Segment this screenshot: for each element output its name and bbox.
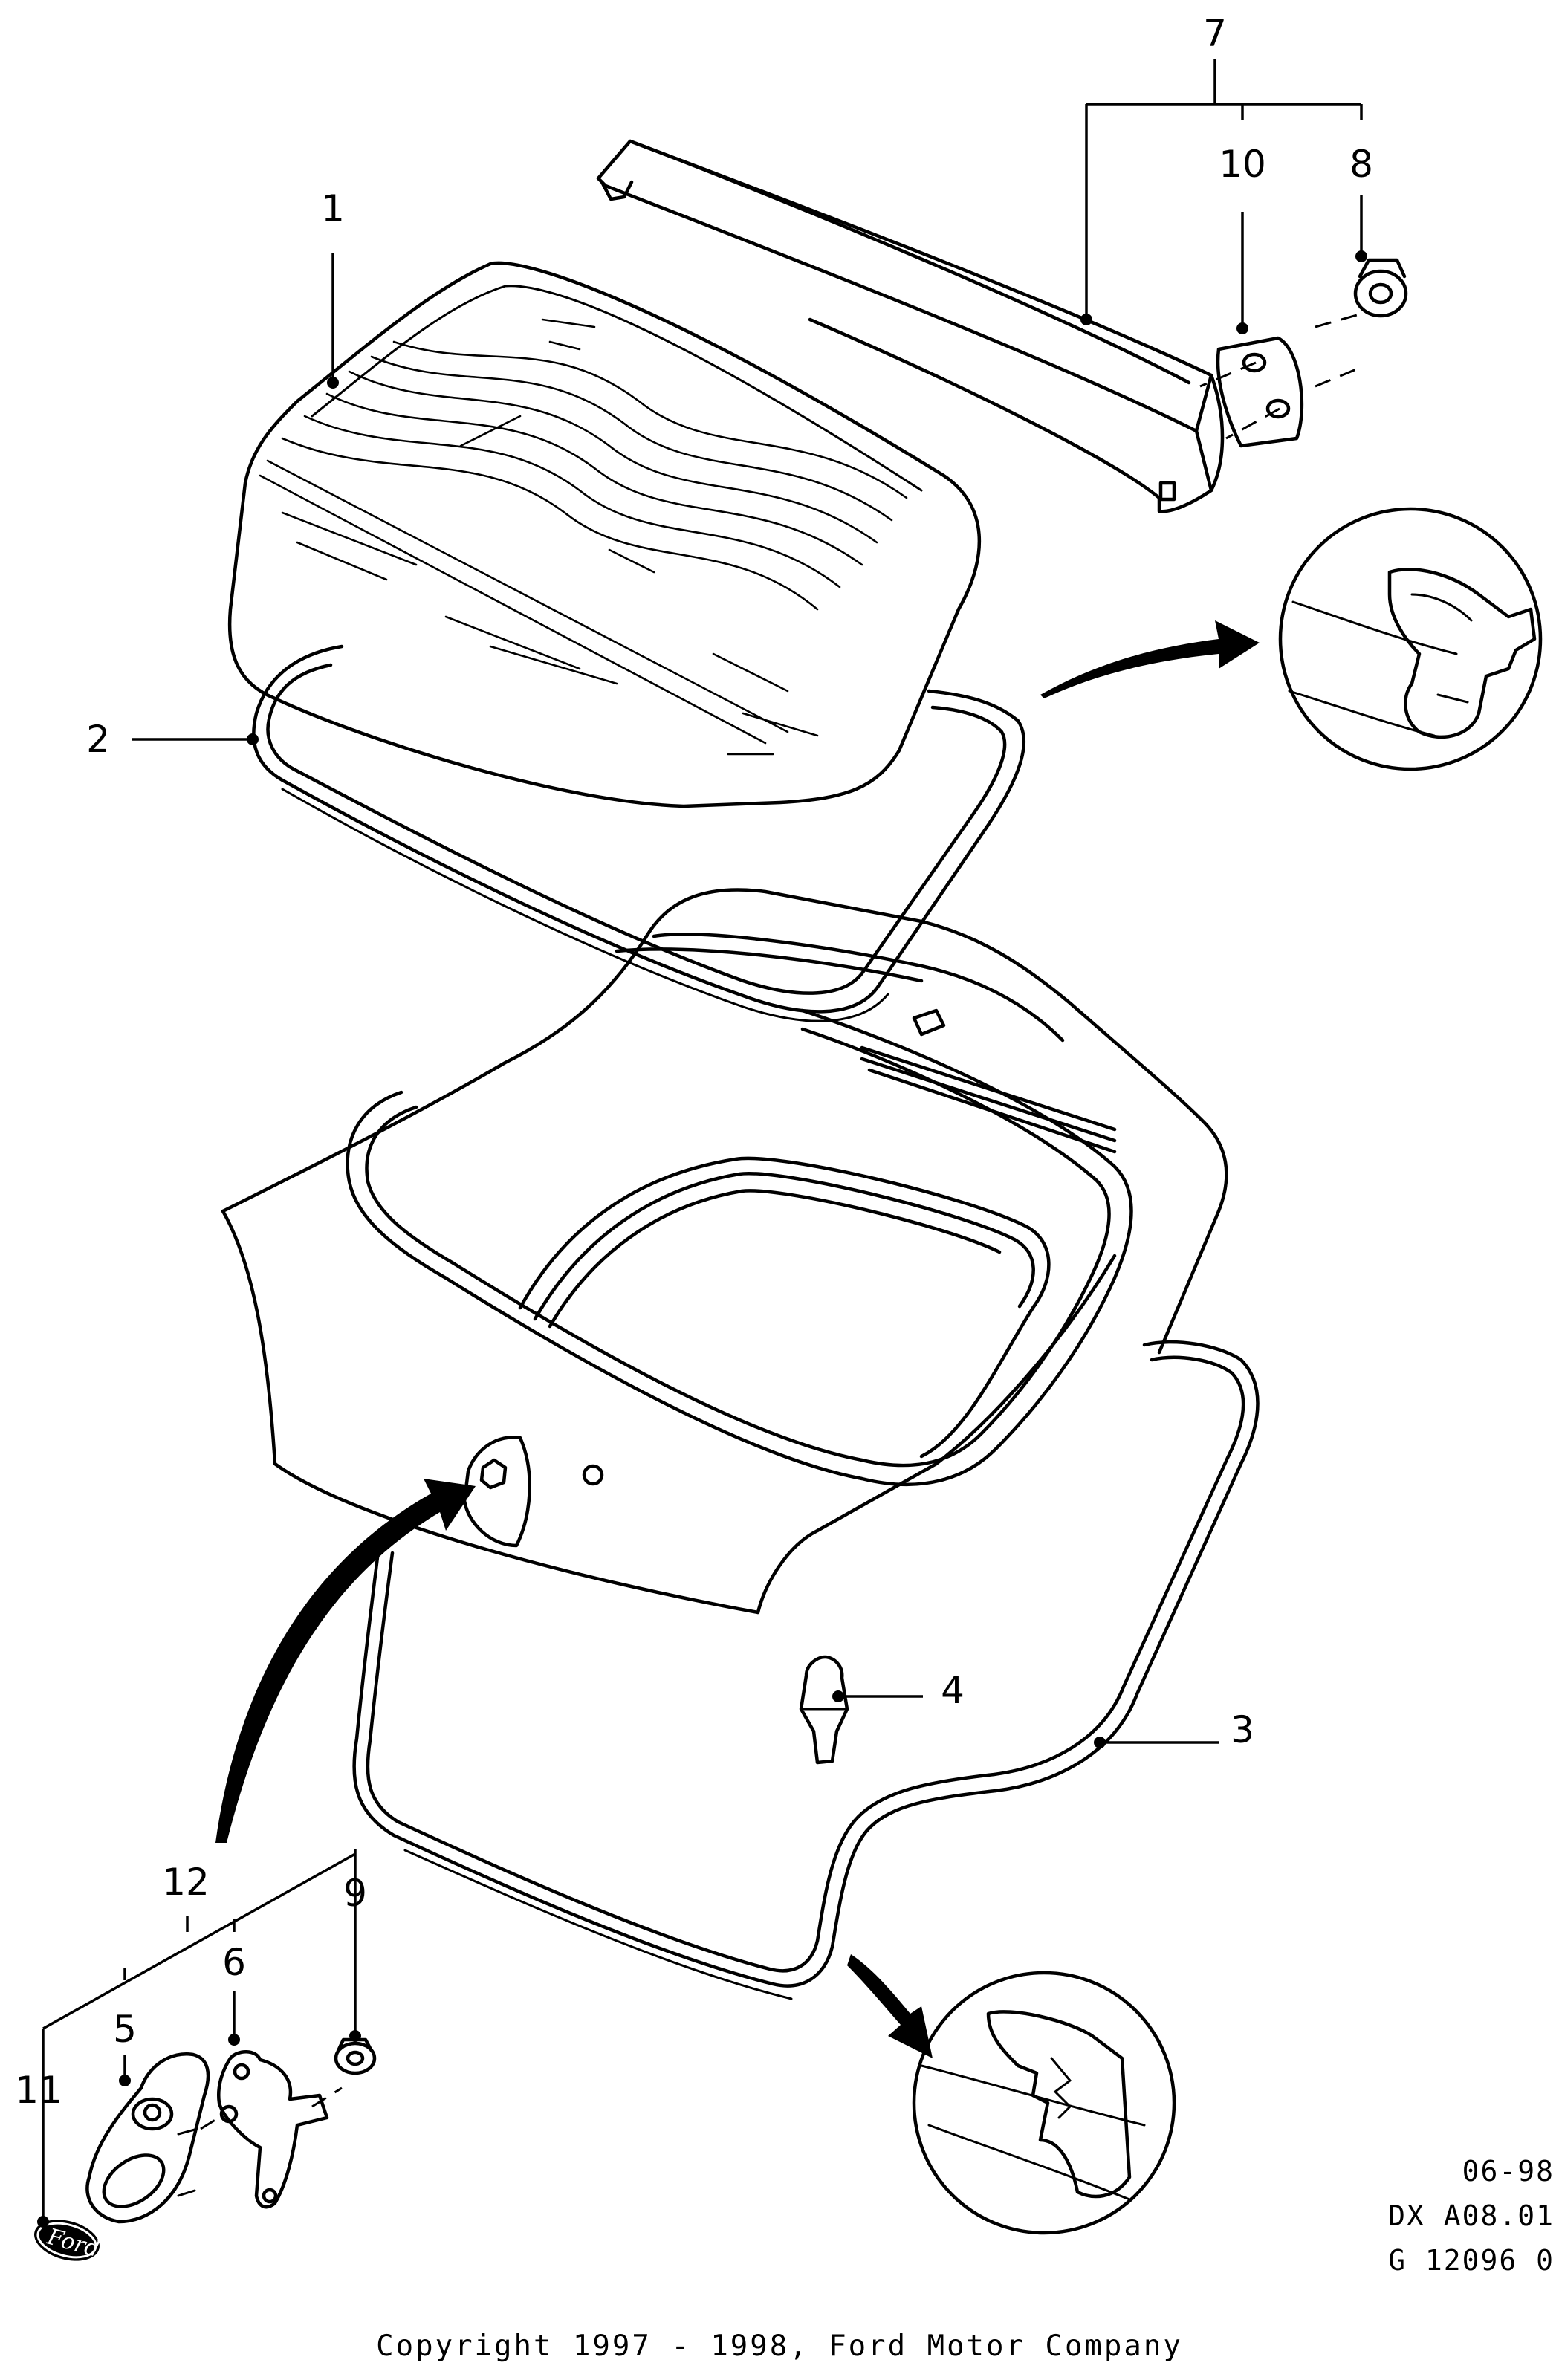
- rear-glass-part: [227, 261, 982, 808]
- ford-logo-icon: Ford: [34, 2220, 102, 2263]
- callout-2: 2: [86, 718, 110, 761]
- bump-stop-part: [799, 1655, 849, 1765]
- nut-part: [1353, 258, 1408, 318]
- drawing-reference: 06-98 DX A08.01 G 12096 0: [1388, 2155, 1555, 2277]
- callout-1: 1: [321, 187, 345, 230]
- glass-weatherstrip-part: [252, 644, 1025, 1022]
- detail-view-glass-seal: [1278, 507, 1543, 771]
- tailgate-weatherstrip-part: [352, 1340, 1260, 2000]
- spacer-part: [1199, 311, 1368, 448]
- callout-7: 7: [1203, 12, 1227, 55]
- spoiler-part: [596, 139, 1225, 513]
- callout-3: 3: [1231, 1708, 1254, 1751]
- callout-8: 8: [1349, 143, 1373, 186]
- callout-5: 5: [113, 2008, 137, 2051]
- copyright-text: Copyright 1997 - 1998, Ford Motor Compan…: [376, 2329, 1183, 2363]
- leader-lines: [37, 59, 1367, 2228]
- tailgate-part: [221, 888, 1228, 1615]
- arrow-icon: [215, 620, 1260, 2058]
- callout-9: 9: [343, 1872, 367, 1915]
- callout-labels: 1 2 3 4 5 6 7 8 9 10 11 12: [15, 12, 1373, 2112]
- reference-date: 06-98: [1462, 2155, 1555, 2188]
- lock-retainer-part: [217, 2050, 343, 2209]
- callout-10: 10: [1219, 143, 1266, 186]
- reference-code: DX A08.01: [1388, 2199, 1555, 2232]
- detail-view-tailgate-seal: [912, 1971, 1176, 2235]
- reference-drawing-number: G 12096 0: [1388, 2244, 1555, 2277]
- callout-12: 12: [162, 1861, 210, 1904]
- callout-4: 4: [941, 1669, 965, 1712]
- callout-6: 6: [222, 1941, 246, 1984]
- callout-11: 11: [15, 2069, 62, 2112]
- glass-defroster-lines: [259, 318, 908, 756]
- lock-nut-part: [334, 2037, 377, 2075]
